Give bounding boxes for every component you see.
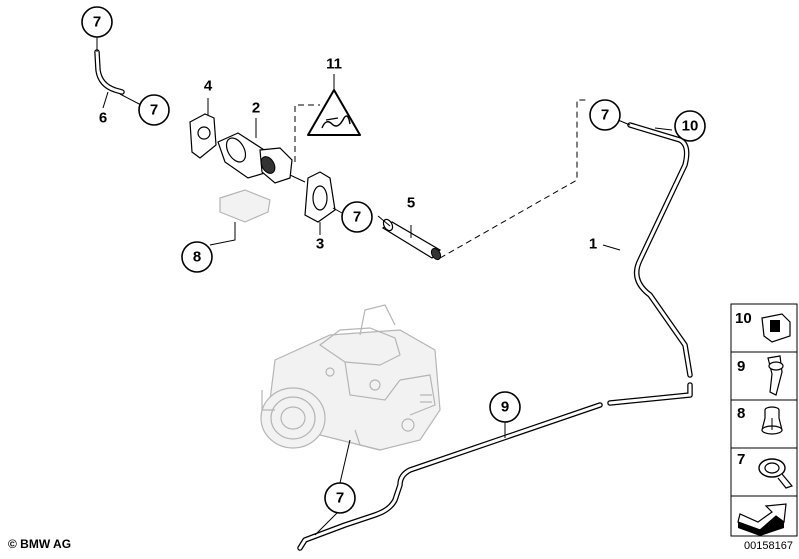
label-6: 6 — [99, 110, 107, 127]
fuel-line-part-1 — [627, 122, 693, 378]
svg-text:7: 7 — [353, 209, 361, 226]
callout-8: 8 — [181, 241, 213, 273]
svg-text:7: 7 — [150, 102, 158, 119]
svg-text:9: 9 — [737, 358, 745, 375]
hose-part-5 — [381, 218, 442, 261]
svg-text:7: 7 — [93, 14, 101, 31]
callout-7-bottom: 7 — [324, 482, 356, 514]
svg-text:9: 9 — [501, 399, 509, 416]
svg-text:8: 8 — [737, 405, 745, 422]
clip-icon — [761, 313, 791, 343]
label-4: 4 — [204, 78, 213, 95]
label-1: 1 — [589, 236, 597, 253]
svg-text:7: 7 — [336, 490, 344, 507]
copyright-label: © BMW AG — [8, 537, 72, 551]
fuel-filter-part-2 — [217, 132, 306, 184]
callout-7-bracket: 7 — [341, 201, 373, 233]
hose-part-6 — [94, 49, 125, 95]
callout-7-top: 7 — [81, 6, 113, 38]
callout-7-hose: 7 — [138, 94, 170, 126]
hose-clip-icon — [767, 355, 784, 396]
label-3: 3 — [316, 236, 324, 253]
warning-triangle-icon — [307, 89, 361, 136]
nut-icon — [761, 406, 783, 435]
engine-ghost — [260, 304, 441, 451]
callout-7-right: 7 — [589, 99, 621, 131]
bracket-part-4 — [189, 113, 217, 159]
svg-text:7: 7 — [737, 451, 745, 468]
direction-arrow-icon — [737, 503, 787, 536]
bracket-part-3 — [304, 171, 336, 223]
svg-text:7: 7 — [601, 107, 609, 124]
callout-9: 9 — [489, 391, 521, 423]
label-5: 5 — [407, 195, 415, 212]
callout-10: 10 — [674, 110, 706, 142]
svg-text:10: 10 — [735, 310, 752, 327]
legend-panel: 10 9 8 7 — [730, 303, 798, 537]
svg-text:10: 10 — [682, 118, 699, 135]
fuel-line-part-9 — [297, 382, 693, 551]
clamp-icon — [758, 458, 794, 489]
label-2: 2 — [252, 100, 260, 117]
svg-text:8: 8 — [193, 249, 201, 266]
image-number-label: 00158167 — [744, 540, 793, 552]
pad-part-8 — [219, 189, 271, 223]
label-11: 11 — [326, 56, 342, 73]
